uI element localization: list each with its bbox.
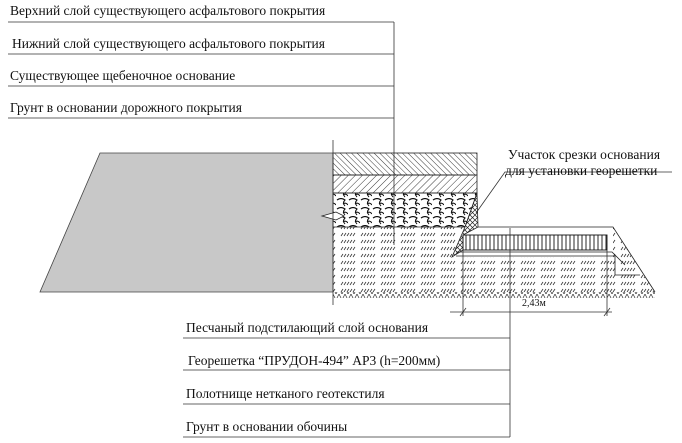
label-upper-asphalt: Верхний слой существующего асфальтового … [10,3,326,18]
geotextile-lower [456,255,640,276]
label-lower-asphalt: Нижний слой существующего асфальтового п… [12,36,325,51]
sand-subbase [333,227,655,292]
label-shoulder-ground: Грунт в основании обочины [186,419,348,434]
upper-asphalt-layer [332,152,478,176]
label-cut-line2: для установки георешетки [505,163,658,178]
top-leader-lines [8,21,395,245]
label-sand-layer: Песчаный подстилающий слой основания [186,320,429,335]
crushed-stone-base [332,192,478,228]
geogrid [462,234,608,251]
cut-leader-line [475,171,672,214]
label-geogrid: Георешетка “ПРУДОН-494” АР3 (h=200мм) [188,353,441,368]
geotextile-upper [456,251,626,266]
label-cut-line1: Участок срезки основания [508,147,661,162]
dimension-line [450,250,612,317]
bottom-leader-lines [183,337,510,438]
lower-asphalt-layer [332,174,478,194]
label-crushed-stone: Существующее щебеночное основание [10,68,236,83]
subgrade-ground [333,292,655,298]
label-road-ground: Грунт в основании дорожного покрытия [10,100,242,115]
existing-roadbed-gray [39,152,334,293]
dimension-value: 2,43м [522,298,546,309]
label-geotextile: Полотнище нетканого геотекстиля [186,386,385,401]
